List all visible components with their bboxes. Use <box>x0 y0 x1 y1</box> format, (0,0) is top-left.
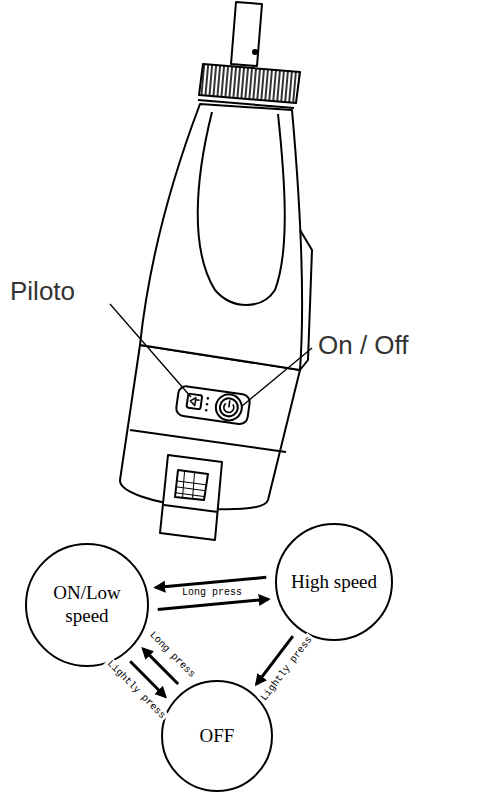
part-label: On / Off <box>318 330 409 361</box>
state-name: High speed <box>291 571 377 594</box>
transition-label: Long press <box>180 587 244 599</box>
text-group: High speed <box>291 571 377 594</box>
state-name: ON/Low speed <box>39 582 135 628</box>
state-circle: High speed <box>275 523 393 641</box>
transition-arrow <box>158 599 269 609</box>
transition-arrow <box>156 577 267 587</box>
transition-label: Long press <box>145 628 199 682</box>
state-circle: OFF <box>161 680 273 792</box>
text-group: OFF <box>200 725 235 748</box>
text-group: ON/Low speed <box>39 582 135 628</box>
state-name: OFF <box>200 725 235 748</box>
state-circle: ON/Low speed <box>25 543 149 667</box>
part-label: Piloto <box>10 276 75 307</box>
